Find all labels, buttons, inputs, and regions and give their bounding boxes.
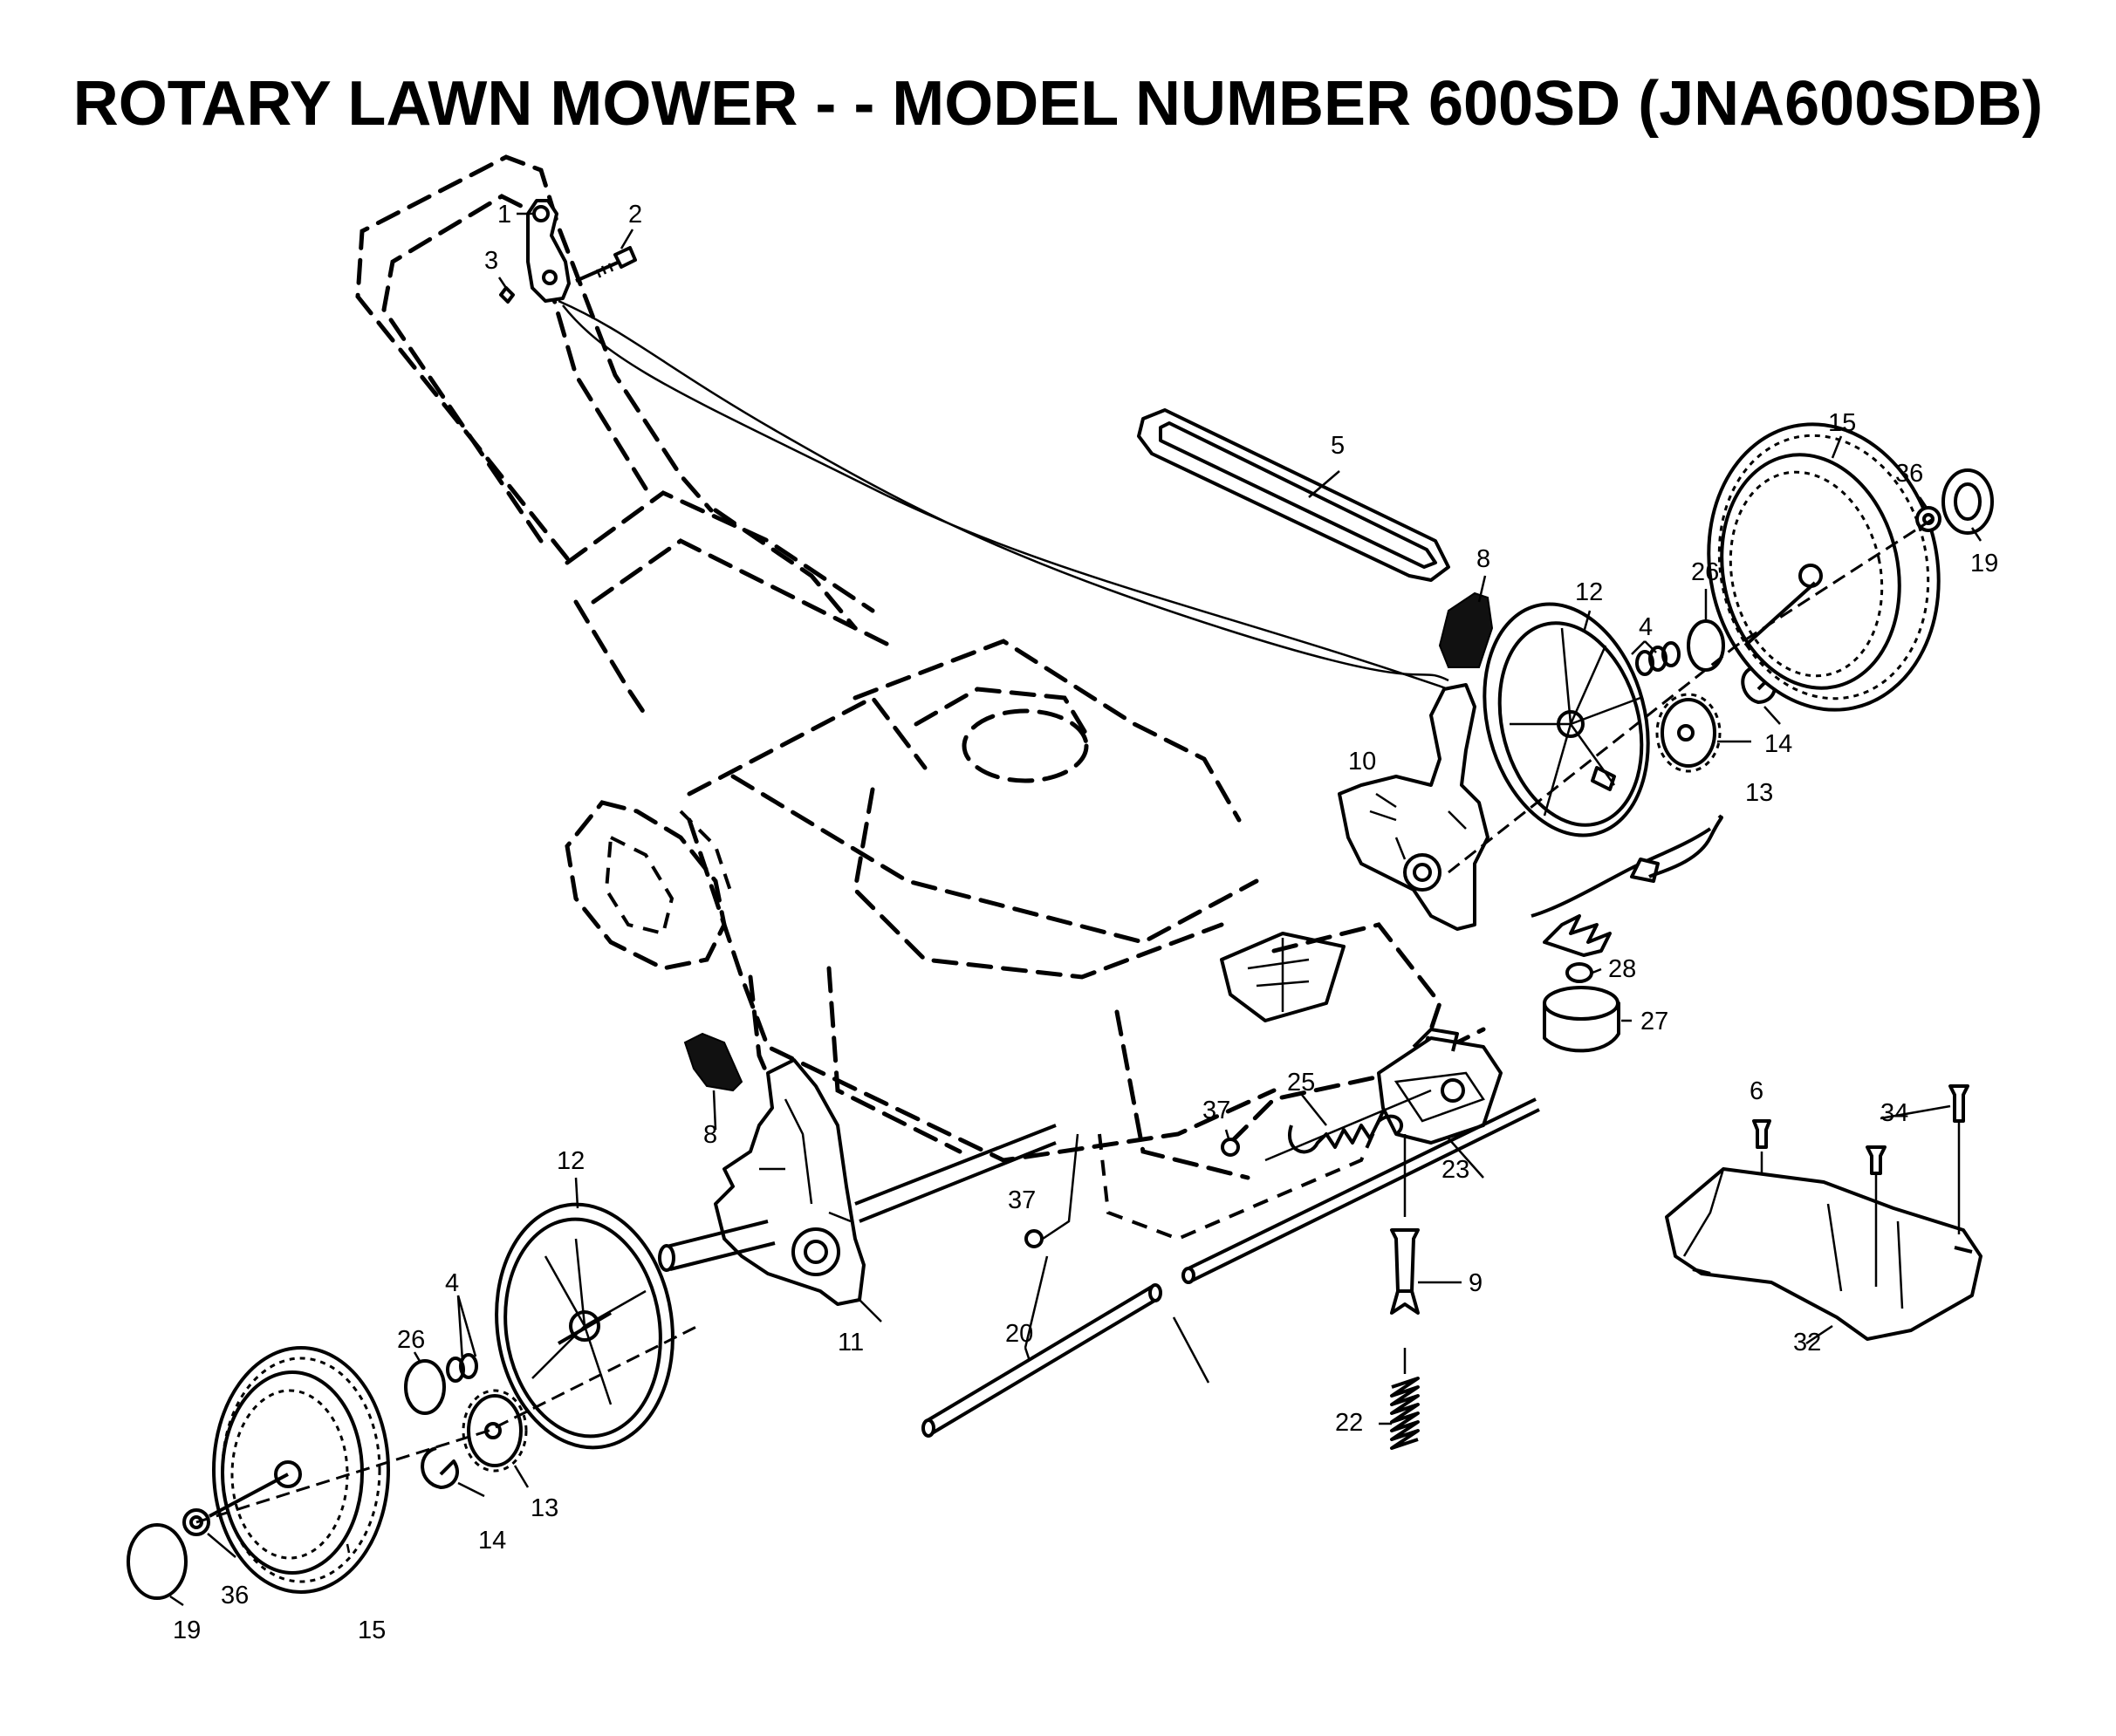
nut-36-right (1915, 506, 1941, 532)
callout-8-left: 8 (703, 1121, 717, 1149)
rod-20 (921, 1283, 1162, 1438)
height-adjuster-bracket-10 (1338, 683, 1489, 931)
leader-lines (169, 212, 1982, 1607)
axis-line-left-solid (209, 1311, 613, 1518)
nut-37-center (1221, 1138, 1240, 1157)
callout-28: 28 (1608, 955, 1636, 983)
callout-4-right: 4 (1639, 613, 1653, 641)
callout-15-left: 15 (358, 1616, 386, 1644)
callout-13-left: 13 (531, 1494, 558, 1522)
callout-23: 23 (1441, 1156, 1469, 1184)
callout-12-left: 12 (557, 1147, 585, 1175)
rear-baffle-32 (1665, 1167, 1982, 1341)
pinion-gear-13-right (1655, 693, 1722, 773)
height-adjuster-bracket-11 (714, 1058, 866, 1306)
wheel-cover-12-left (495, 1202, 675, 1450)
callout-2: 2 (628, 201, 642, 229)
spring-25 (1264, 1089, 1432, 1162)
axis-line-left (195, 1324, 699, 1524)
callout-14-left: 14 (478, 1527, 506, 1555)
washer-26-left (404, 1359, 446, 1415)
axis-line-right-solid (1743, 581, 1817, 647)
control-lever-assembly (499, 199, 1449, 691)
callout-10: 10 (1348, 748, 1376, 776)
bumper-27 (1543, 986, 1620, 1053)
callout-15-right: 15 (1828, 409, 1856, 437)
callout-22: 22 (1335, 1409, 1363, 1437)
hub-cap-19-right (1941, 468, 1994, 535)
cover-8-left (683, 1032, 743, 1092)
screws-34 (1866, 1084, 1969, 1287)
callout-13-right: 13 (1745, 779, 1773, 807)
nut-37-left (1024, 1133, 1079, 1248)
callout-25: 25 (1287, 1069, 1315, 1097)
clip-14-left (421, 1446, 459, 1489)
callout-20: 20 (1005, 1320, 1033, 1348)
screw-6 (1752, 1119, 1771, 1173)
washers-4-right (1635, 641, 1681, 676)
callout-19-right: 19 (1970, 550, 1998, 578)
hub-cap-19-left (127, 1523, 188, 1600)
callout-27: 27 (1640, 1008, 1668, 1035)
wheel-cover-12-right (1483, 602, 1650, 837)
part-number-callouts: 1 2 3 5 8 12 4 26 15 36 19 14 13 10 28 2… (173, 201, 1998, 1644)
callout-26-left: 26 (397, 1326, 425, 1354)
spring-22 (1390, 1348, 1420, 1450)
callout-36-right: 36 (1895, 460, 1923, 488)
cable-end-spring (1531, 814, 1723, 957)
pinion-gear-13-left (462, 1389, 528, 1473)
pin-9 (1390, 1134, 1420, 1315)
axis-line-right (1448, 517, 1934, 874)
washers-4-left (446, 1353, 478, 1383)
washer-26-right (1687, 619, 1725, 672)
callout-37-left: 37 (1008, 1186, 1036, 1214)
callout-5: 5 (1331, 432, 1345, 460)
callout-6: 6 (1750, 1077, 1763, 1105)
callout-11: 11 (838, 1329, 864, 1357)
page-title: ROTARY LAWN MOWER - - MODEL NUMBER 600SD… (72, 69, 2044, 139)
callout-14-right: 14 (1764, 730, 1792, 758)
callout-8-right: 8 (1476, 545, 1490, 573)
callout-19-left: 19 (173, 1616, 201, 1644)
wheel-15-left (212, 1346, 390, 1594)
axle-left (658, 1124, 1057, 1272)
callout-34: 34 (1880, 1099, 1908, 1127)
drive-belt (1137, 408, 1450, 582)
drive-shaft (1181, 1097, 1540, 1284)
wheel-15-right (1707, 422, 1941, 712)
callout-36-left: 36 (221, 1582, 249, 1610)
callout-37-center: 37 (1202, 1097, 1230, 1124)
callout-4-left: 4 (445, 1269, 459, 1297)
callout-9: 9 (1469, 1269, 1483, 1297)
nut-28 (1565, 962, 1593, 983)
callout-3: 3 (484, 247, 498, 275)
callout-12-right: 12 (1575, 578, 1603, 606)
callout-1: 1 (497, 201, 511, 229)
callout-26-right: 26 (1691, 558, 1719, 586)
cover-8-right (1438, 591, 1494, 668)
callout-32: 32 (1793, 1329, 1821, 1357)
